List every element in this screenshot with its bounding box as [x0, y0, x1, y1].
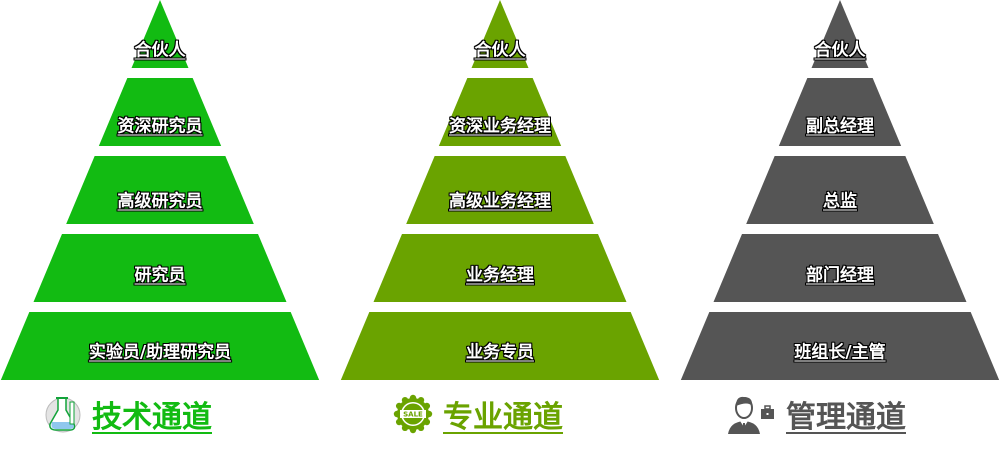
pyramid-tech-level-0 [131, 0, 189, 68]
level-label-tech-0: 合伙人 [134, 40, 186, 61]
pyramid-pro-level-3 [373, 234, 627, 302]
level-label-pro-4: 业务专员 [466, 342, 534, 363]
pyramid-pro-level-2 [406, 156, 594, 224]
level-label-mgmt-3: 部门经理 [806, 265, 874, 286]
pyramid-mgmt-level-1 [778, 78, 902, 146]
level-label-tech-4: 实验员/助理研究员 [88, 342, 232, 363]
level-label-tech-3: 研究员 [134, 265, 186, 286]
pyramid-tech-level-3 [33, 234, 287, 302]
pyramid-tech-level-2 [66, 156, 254, 224]
sale-badge-icon: SALE [393, 394, 433, 434]
level-label-mgmt-2: 总监 [823, 191, 857, 212]
level-label-pro-2: 高级业务经理 [449, 191, 551, 212]
pyramid-mgmt-level-2 [746, 156, 934, 224]
pyramid-pro-level-0 [471, 0, 529, 68]
level-label-mgmt-4: 班组长/主管 [794, 342, 886, 363]
level-label-pro-3: 业务经理 [466, 265, 534, 286]
pyramid-tech-level-4 [0, 312, 320, 380]
footer-tech: 技术通道 [44, 392, 212, 436]
footer-mgmt: 管理通道 [726, 392, 906, 436]
level-label-pro-1: 资深业务经理 [449, 116, 551, 137]
footer-title-tech: 技术通道 [92, 400, 212, 435]
svg-text:SALE: SALE [403, 411, 423, 419]
pyramid-mgmt-level-4 [680, 312, 1000, 380]
level-label-pro-0: 合伙人 [474, 40, 526, 61]
footer-title-pro: 专业通道 [443, 400, 563, 435]
level-label-tech-1: 资深研究员 [117, 116, 203, 137]
pyramid-mgmt-level-3 [713, 234, 967, 302]
footer-title-mgmt: 管理通道 [786, 400, 906, 435]
level-label-mgmt-1: 副总经理 [806, 116, 874, 137]
pyramid-mgmt-level-0 [811, 0, 869, 68]
flask-icon [45, 397, 81, 433]
level-label-mgmt-0: 合伙人 [814, 40, 866, 61]
pyramid-tech-level-1 [98, 78, 222, 146]
manager-briefcase-icon [728, 396, 774, 434]
pyramid-pro-level-1 [438, 78, 562, 146]
pyramid-pro-level-4 [340, 312, 660, 380]
level-label-tech-2: 高级研究员 [117, 191, 203, 212]
footer-pro: SALE 专业通道 [393, 392, 563, 436]
